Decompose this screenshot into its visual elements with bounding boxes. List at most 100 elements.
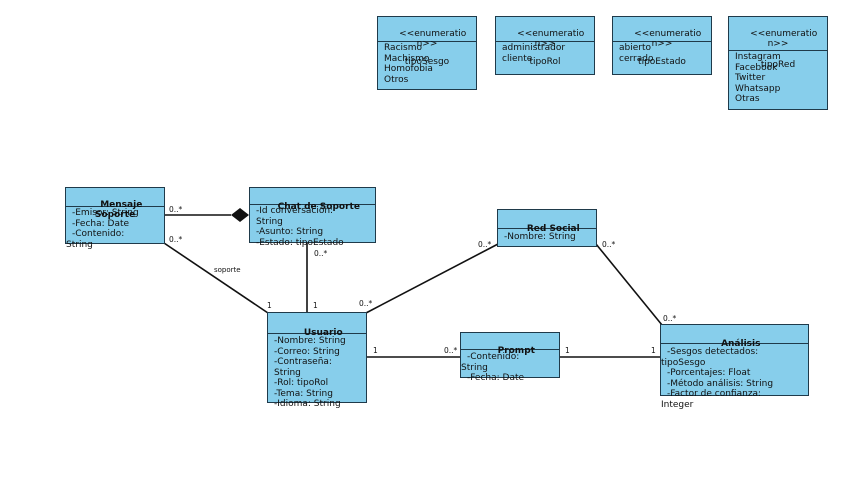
class-attribute: -Sesgos detectados: <box>667 347 759 357</box>
multiplicity-analisis-prompt: 1 <box>651 346 656 355</box>
enum-tipored[interactable]: <<enumeratio n>> tipoRed Instagram Faceb… <box>728 16 828 110</box>
enum-value: Facebook <box>735 62 778 73</box>
enum-value: cliente <box>502 53 533 64</box>
class-attribute: tipoSesgo <box>661 357 706 368</box>
class-attribute: -Nombre: String <box>274 336 346 346</box>
class-attributes: -Emisor: String -Fecha: Date -Contenido:… <box>66 207 164 250</box>
multiplicity-usuario-mensaje: 1 <box>267 301 272 310</box>
enum-values: Instagram Facebook Twitter Whatsapp Otra… <box>729 51 827 105</box>
class-header: Prompt <box>461 333 559 356</box>
class-attribute: -Contraseña: <box>274 357 332 367</box>
multiplicity-usuario-red: 0..* <box>359 299 373 308</box>
association-red-analisis <box>595 243 663 326</box>
class-attribute: -Porcentajes: Float <box>667 368 751 378</box>
class-prompt[interactable]: Prompt -Contenido: String -Fecha: Date <box>460 332 560 383</box>
multiplicity-prompt-analisis: 1 <box>565 346 570 355</box>
enum-value: Instagram <box>735 52 781 62</box>
class-attribute: -Tema: String <box>274 388 333 399</box>
class-attribute: Integer <box>661 399 694 410</box>
class-attribute: -Fecha: Date <box>467 373 525 383</box>
class-attribute: -Nombre: String <box>504 232 576 242</box>
stereotype-label: <<enumeratio n>> <box>750 28 818 50</box>
multiplicity-prompt-usuario: 0..* <box>444 346 458 355</box>
class-chat-soporte[interactable]: Chat de Soporte -Id conversación: String… <box>249 187 376 248</box>
enum-header: <<enumeratio n>> tipoRol <box>496 17 594 67</box>
class-attribute: -Correo: String <box>274 346 340 357</box>
class-attribute: String <box>461 362 488 373</box>
enum-name: tipoRed <box>760 60 796 70</box>
class-attribute: -Asunto: String <box>256 227 324 237</box>
class-attribute: String <box>274 367 301 378</box>
class-attribute: -Contenido: <box>72 229 125 239</box>
class-attribute: -Emisor: String <box>72 208 139 218</box>
enum-tiporol[interactable]: <<enumeratio n>> tipoRol administrador c… <box>495 16 595 75</box>
class-name: Prompt <box>497 345 535 356</box>
multiplicity-mensaje-chat: 0..* <box>169 205 183 214</box>
enum-name: tipoRol <box>529 57 561 67</box>
class-attributes: -Sesgos detectados: tipoSesgo -Porcentaj… <box>661 344 808 410</box>
enum-value: cerrado <box>619 53 654 64</box>
class-name: Chat de Soporte <box>277 201 360 212</box>
class-attributes: -Contenido: String -Fecha: Date <box>461 350 559 384</box>
enum-value: abierto <box>619 43 652 53</box>
enum-value: Otros <box>384 74 409 85</box>
class-attribute: -Idioma: String <box>274 399 341 409</box>
multiplicity-usuario-chat: 1 <box>313 301 318 310</box>
class-attribute: -Contenido: <box>467 352 520 362</box>
class-attributes: -Nombre: String -Correo: String -Contras… <box>268 334 366 410</box>
class-name: Análisis <box>721 338 761 349</box>
class-analisis[interactable]: Análisis -Sesgos detectados: tipoSesgo -… <box>660 324 809 410</box>
class-header: Mensaje Soporte <box>66 188 164 220</box>
class-name: Red Social <box>526 223 580 234</box>
class-attribute: -Método análisis: String <box>667 378 774 389</box>
multiplicity-mensaje-usuario: 0..* <box>169 235 183 244</box>
stereotype-label: <<enumeratio n>> <box>634 28 702 50</box>
enum-value: Twitter <box>735 73 766 83</box>
class-header: Análisis <box>661 325 808 349</box>
multiplicity-analisis-red: 0..* <box>663 314 677 323</box>
enum-tiposesgo[interactable]: <<enumeratio n>> tipoSesgo Racismo Machi… <box>377 16 477 90</box>
enum-value: Machismo <box>384 53 430 64</box>
class-attribute: String <box>66 239 93 250</box>
enum-value: Racismo <box>384 43 422 53</box>
multiplicity-usuario-prompt: 1 <box>373 346 378 355</box>
class-attribute: -Id conversación: <box>256 206 334 216</box>
enum-name: tipoSesgo <box>404 57 450 67</box>
class-header: Usuario <box>268 313 366 338</box>
enum-value: Otras <box>735 94 760 104</box>
enum-value: Whatsapp <box>735 83 781 94</box>
class-red-social[interactable]: Red Social -Nombre: String <box>497 209 597 247</box>
multiplicity-red-usuario: 0..* <box>478 240 492 249</box>
enum-header: <<enumeratio n>> tipoEstado <box>613 17 711 67</box>
enum-header: <<enumeratio n>> tipoSesgo <box>378 17 476 67</box>
class-attributes: -Nombre: String <box>498 229 596 243</box>
stereotype-label: <<enumeratio n>> <box>399 28 467 50</box>
class-usuario[interactable]: Usuario -Nombre: String -Correo: String … <box>267 312 367 409</box>
association-label-soporte: soporte <box>214 266 241 274</box>
class-mensaje-soporte[interactable]: Mensaje Soporte -Emisor: String -Fecha: … <box>65 187 165 250</box>
composition-diamond <box>231 208 249 222</box>
class-attribute: String <box>256 216 283 227</box>
class-attribute: -Factor de confianza: <box>667 389 762 399</box>
class-attribute: -Estado: tipoEstado <box>256 237 344 248</box>
enum-values: administrador cliente <box>496 42 594 64</box>
class-attribute: -Fecha: Date <box>72 218 130 229</box>
association-mensaje-usuario <box>163 242 269 314</box>
multiplicity-chat-usuario: 0..* <box>314 249 328 258</box>
enum-name: tipoEstado <box>638 57 686 67</box>
class-name: Usuario <box>303 327 343 338</box>
enum-header: <<enumeratio n>> tipoRed <box>729 17 827 70</box>
class-attributes: -Id conversación: String -Asunto: String… <box>250 205 375 248</box>
enum-tipoestado[interactable]: <<enumeratio n>> tipoEstado abierto cerr… <box>612 16 712 75</box>
stereotype-label: <<enumeratio n>> <box>517 28 585 50</box>
enum-values: abierto cerrado <box>613 42 711 64</box>
class-header: Red Social <box>498 210 596 234</box>
multiplicity-red-analisis: 0..* <box>602 240 616 249</box>
association-usuario-red <box>365 243 499 314</box>
enum-value: Homofobia <box>384 64 433 74</box>
enum-values: Racismo Machismo Homofobia Otros <box>378 42 476 85</box>
class-header: Chat de Soporte <box>250 188 375 212</box>
class-attribute: -Rol: tipoRol <box>274 378 329 388</box>
enum-value: administrador <box>502 43 566 53</box>
